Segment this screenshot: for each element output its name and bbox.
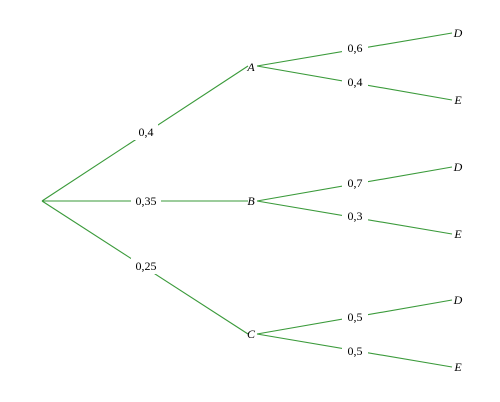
prob-root-B: 0,35 [136,194,157,208]
prob-C-E: 0,5 [348,344,363,358]
prob-C-D: 0,5 [348,310,363,324]
prob-A-D: 0,6 [348,41,363,55]
node-A: A [246,60,255,74]
leaf-C-E: E [453,360,462,374]
prob-B-D: 0,7 [348,176,363,190]
prob-root-C: 0,25 [136,259,157,273]
prob-A-E: 0,4 [348,75,363,89]
leaf-C-D: D [453,293,463,307]
leaf-A-E: E [453,93,462,107]
node-B: B [247,194,255,208]
leaf-A-D: D [453,26,463,40]
leaf-B-D: D [453,160,463,174]
leaf-B-E: E [453,227,462,241]
node-C: C [247,327,256,341]
prob-root-A: 0,4 [139,125,154,139]
prob-B-E: 0,3 [348,209,363,223]
